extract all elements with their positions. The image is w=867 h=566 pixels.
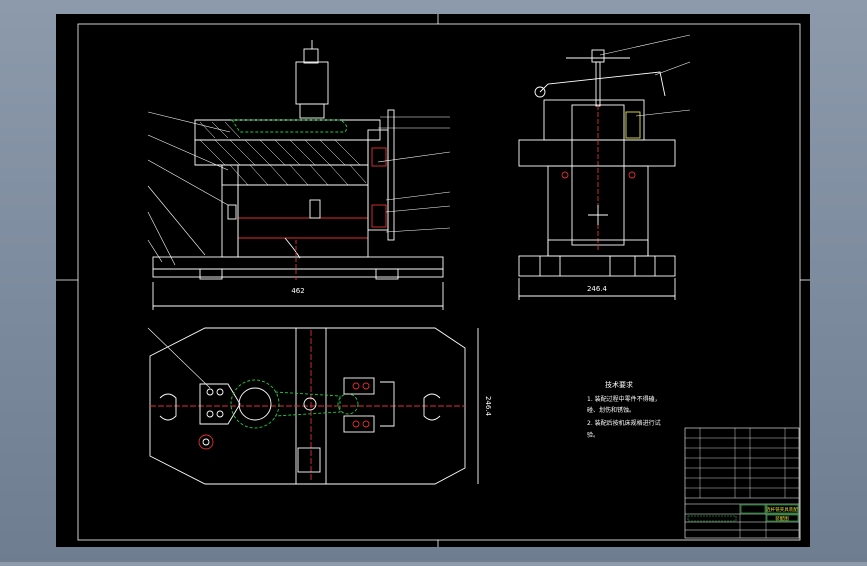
side-view: [518, 34, 691, 300]
title-block: [684, 427, 800, 539]
plan-view: [147, 327, 479, 485]
front-width-dimension: 462: [291, 287, 304, 295]
notes-line-1: 1. 装配过程中零件不得磕，: [587, 395, 661, 403]
technical-notes: 技术要求 1. 装配过程中零件不得磕， 碰、划伤和锈蚀。 2. 装配后按机床规格…: [587, 380, 661, 439]
front-view: [147, 40, 451, 310]
title-block-sheet-label: 装配图: [775, 515, 789, 522]
title-block-drawing-name: 连杆铣夹具装配: [766, 506, 798, 513]
notes-line-2: 碰、划伤和锈蚀。: [587, 406, 635, 414]
center-marks: [56, 14, 810, 547]
notes-title: 技术要求: [605, 380, 633, 389]
notes-line-3: 2. 装配后按机床规格进行试: [587, 419, 661, 427]
drawing-border: [77, 23, 801, 541]
plan-height-dimension: 246.4: [484, 396, 492, 417]
drawing-sheet: [56, 14, 810, 547]
side-width-dimension: 246.4: [587, 285, 608, 293]
notes-line-4: 验。: [587, 431, 599, 439]
